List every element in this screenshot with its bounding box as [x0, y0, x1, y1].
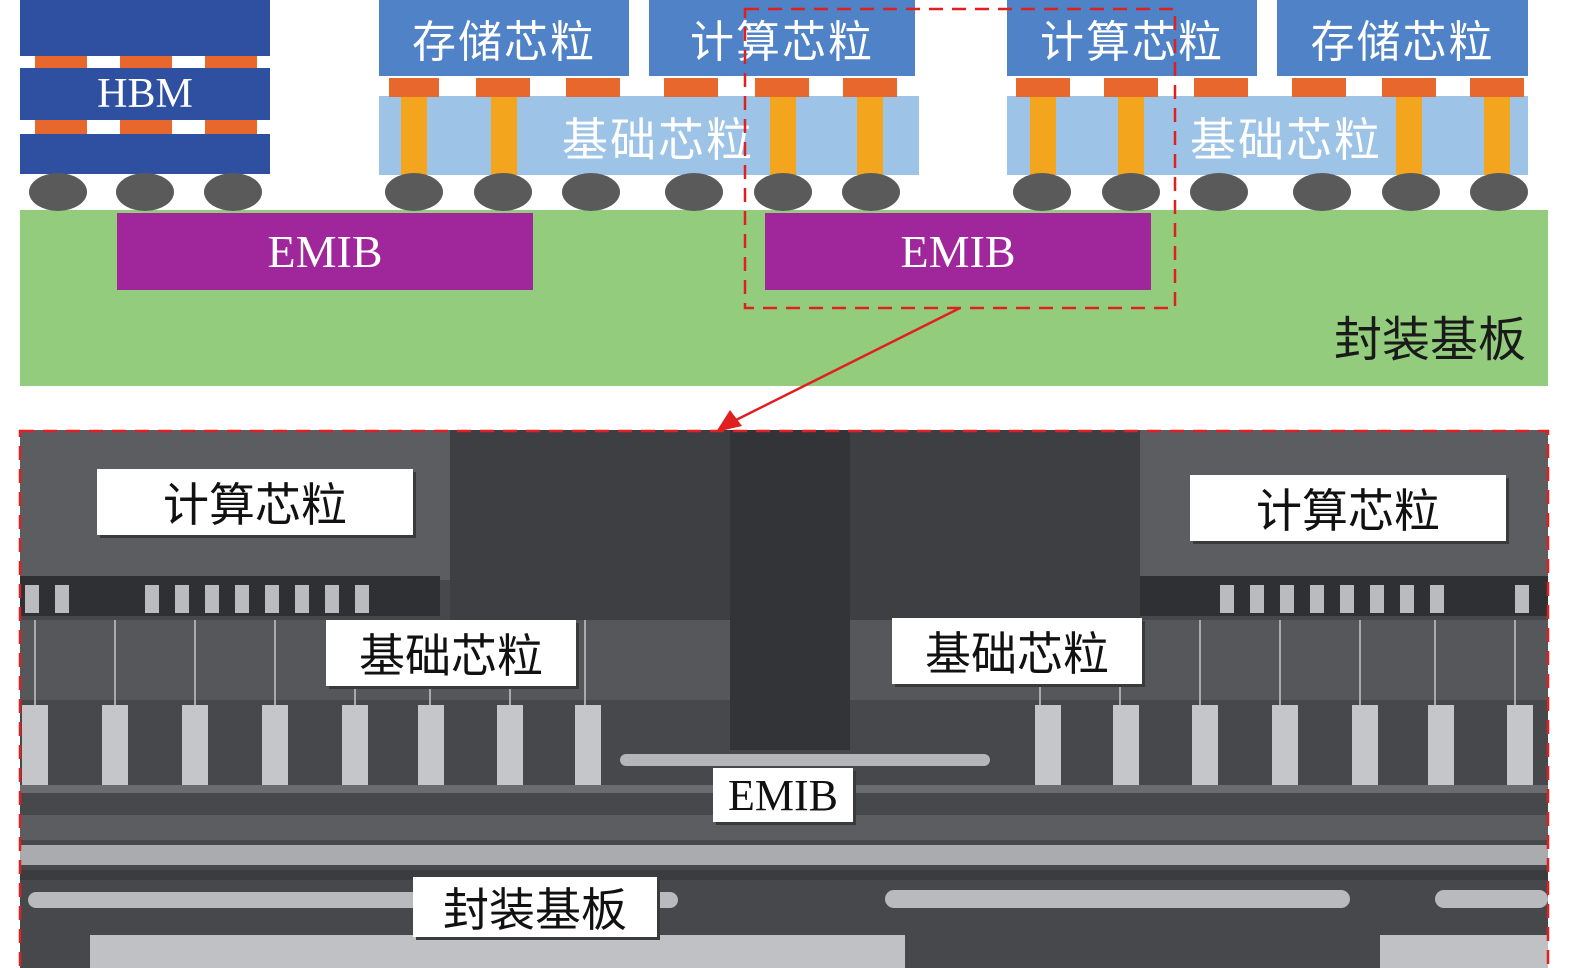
- c4-bump: [1470, 173, 1528, 211]
- c4-bump: [1293, 173, 1351, 211]
- c4-bump: [754, 173, 812, 211]
- photo-label-emib: EMIB: [713, 768, 853, 822]
- hbm-layer: [20, 134, 270, 174]
- storage-chiplet-right: 存储芯粒: [1277, 0, 1528, 76]
- compute-chiplet-right: 计算芯粒: [1007, 0, 1257, 76]
- photo-label-compute-right: 计算芯粒: [1190, 475, 1506, 541]
- emib-bridge-left: EMIB: [117, 213, 533, 290]
- substrate-label: 封装基板: [1333, 312, 1526, 368]
- hbm-microbump: [120, 56, 172, 68]
- tsv: [401, 97, 427, 175]
- callout-overlay: [716, 7, 1177, 432]
- microbump-pad: [1104, 78, 1158, 97]
- c4-bump: [204, 173, 262, 211]
- hbm-microbump: [205, 120, 257, 134]
- microbump-pad: [843, 78, 897, 97]
- storage-chiplet-left: 存储芯粒: [379, 0, 629, 76]
- c4-bump: [665, 173, 723, 211]
- c4-bump: [1102, 173, 1160, 211]
- microbump-pad: [389, 78, 439, 97]
- hbm-microbump: [205, 56, 257, 68]
- compute-chiplet-left: 计算芯粒: [649, 0, 915, 76]
- tsv: [1030, 97, 1056, 175]
- emib-bridge-right: EMIB: [765, 213, 1151, 290]
- photo-label-base-right: 基础芯粒: [892, 618, 1142, 684]
- c4-bump: [385, 173, 443, 211]
- microbump-pad: [664, 78, 718, 97]
- base-die-label-left: 基础芯粒: [562, 113, 754, 167]
- callout-arrowhead: [716, 410, 742, 432]
- photo-label-substrate: 封装基板: [413, 877, 657, 937]
- microbump-pad: [1016, 78, 1070, 97]
- base-die-left: [379, 96, 919, 175]
- tsv: [857, 97, 883, 175]
- cross-section-micrograph: 计算芯粒 计算芯粒 基础芯粒 基础芯粒 EMIB 封装基板: [20, 430, 1548, 968]
- c4-bump: [562, 173, 620, 211]
- tsv: [1484, 97, 1510, 175]
- c4-bump: [1013, 173, 1071, 211]
- c4-bump: [1382, 173, 1440, 211]
- tsv: [1396, 97, 1422, 175]
- photo-label-compute-left: 计算芯粒: [97, 469, 413, 535]
- microbump-pad: [1470, 78, 1524, 97]
- c4-bump: [1190, 173, 1248, 211]
- hbm-microbump: [35, 56, 87, 68]
- c4-bumps: [29, 173, 1528, 211]
- microbump-pad: [1382, 78, 1436, 97]
- hbm-microbump: [120, 120, 172, 134]
- microbump-pad: [1292, 78, 1346, 97]
- c4-bump: [474, 173, 532, 211]
- c4-bump: [116, 173, 174, 211]
- callout-arrow: [731, 306, 961, 424]
- base-die-right: [1007, 96, 1528, 175]
- c4-bump: [842, 173, 900, 211]
- tsv: [1118, 97, 1144, 175]
- hbm-layer: [20, 0, 270, 56]
- tsv: [770, 97, 796, 175]
- microbump-pad: [1194, 78, 1248, 97]
- microbump-pad: [476, 78, 530, 97]
- microbump-pad: [566, 78, 620, 97]
- photo-label-base-left: 基础芯粒: [326, 620, 576, 686]
- hbm-label: HBM: [20, 68, 270, 120]
- tsv: [491, 97, 517, 175]
- hbm-microbump: [35, 120, 87, 134]
- base-die-label-right: 基础芯粒: [1190, 113, 1382, 167]
- c4-bump: [29, 173, 87, 211]
- microbump-pad: [755, 78, 809, 97]
